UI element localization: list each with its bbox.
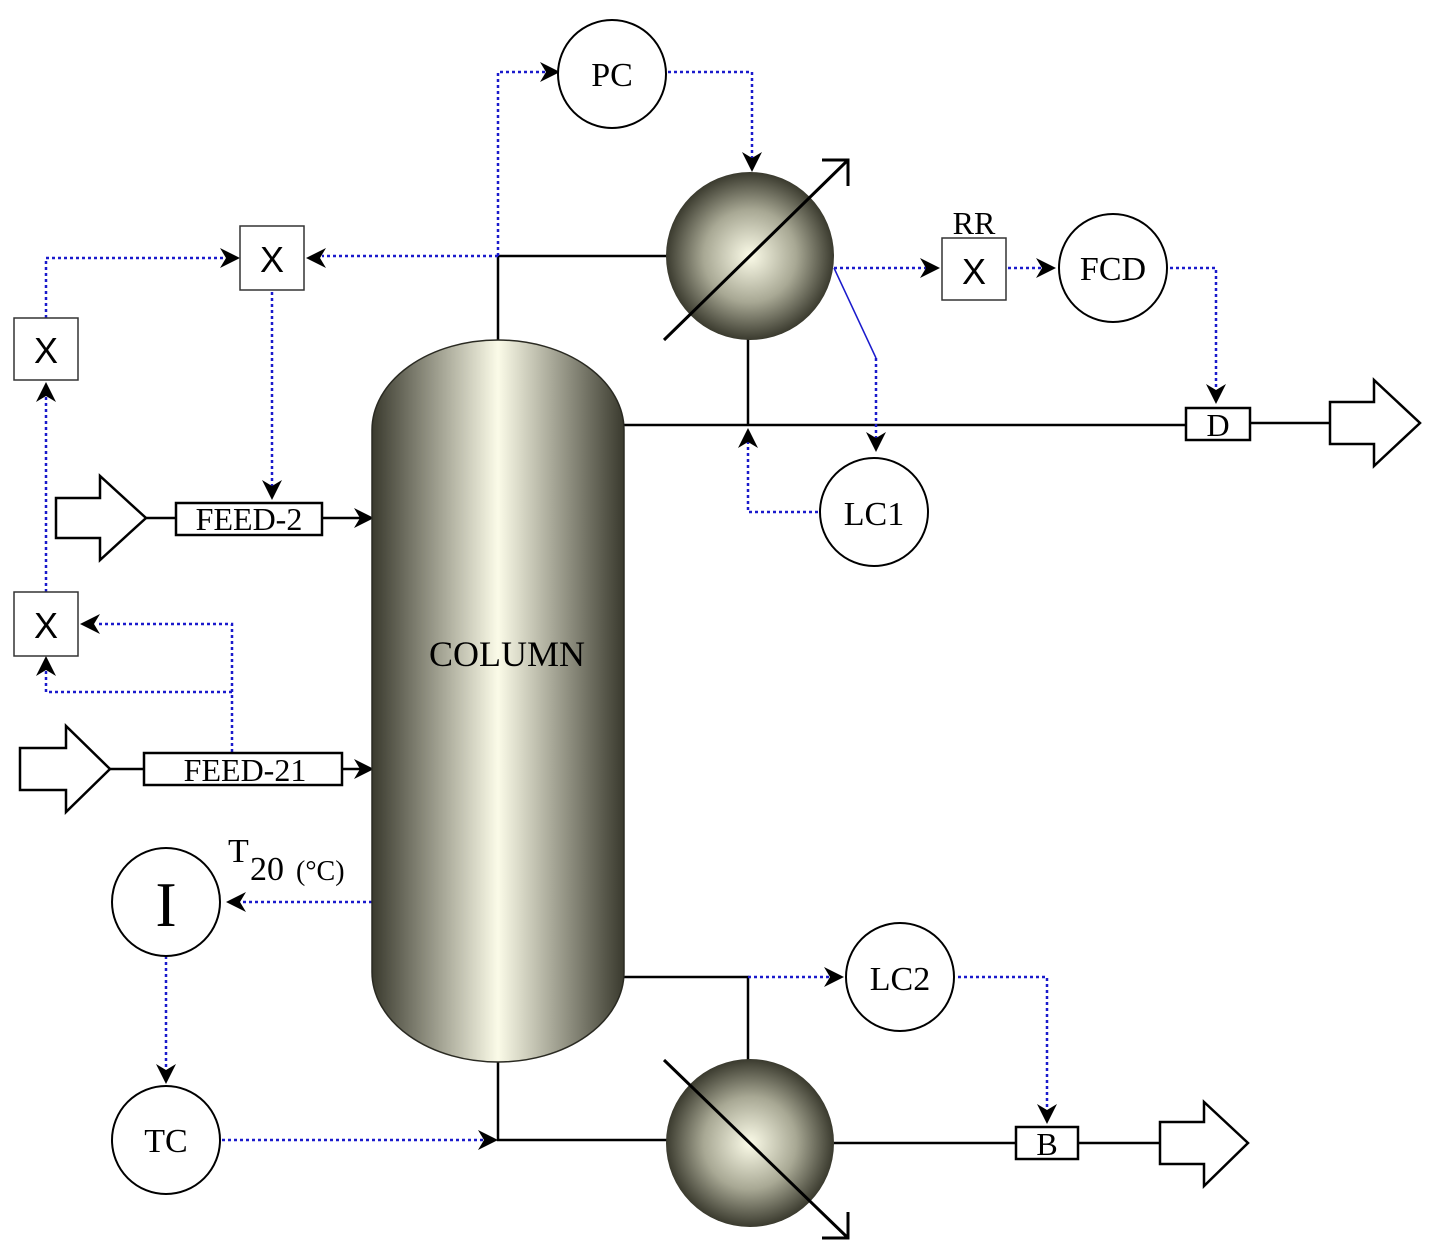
signal-lines: [44, 70, 1218, 1142]
multiplier-left-lower-box: [13, 591, 79, 657]
multiplier-top[interactable]: X: [239, 225, 305, 291]
signal-feed21-to-x-lower-b: [44, 668, 232, 694]
arrow-to-reflux: [738, 428, 758, 448]
signal-fcd-to-d: [1170, 266, 1218, 392]
signal-lc2-to-b: [958, 975, 1049, 1112]
multiplier-left-upper-box: [13, 317, 79, 381]
indicator-label: I: [155, 869, 176, 940]
feed2-tag-box: [174, 501, 324, 537]
reboiler-diagonal: [662, 1058, 850, 1240]
column-label: COLUMN: [429, 634, 585, 674]
arrow-to-x-top-left: [220, 248, 240, 268]
rr-caption: RR: [953, 205, 996, 241]
tc-controller[interactable]: TC: [111, 1085, 221, 1195]
fcd-label: FCD: [1080, 251, 1146, 288]
multiplier-rr[interactable]: X RR: [941, 205, 1007, 301]
fcd-controller[interactable]: FCD: [1058, 213, 1168, 323]
condenser-arrow-tip: [822, 158, 850, 186]
arrow-to-pc: [540, 62, 560, 82]
temperature-indicator[interactable]: I: [111, 847, 221, 957]
column-bottom-side-line: [624, 975, 750, 1062]
arrow-to-tc: [156, 1064, 176, 1084]
indicator-circle: [111, 847, 221, 957]
multiplier-top-label: X: [260, 239, 284, 280]
fcd-circle: [1058, 213, 1168, 323]
feed21-tag-label: FEED-21: [184, 752, 307, 788]
lc2-controller[interactable]: LC2: [845, 922, 955, 1032]
feed2-tag-label: FEED-2: [196, 501, 303, 537]
temperature-symbol: T: [228, 833, 249, 870]
arrow-to-rr: [920, 258, 940, 278]
arrow-to-x-left-lower-side: [80, 614, 100, 634]
reboiler-arrow-tip: [822, 1212, 850, 1240]
signal-feed21-to-x-lower: [96, 622, 234, 752]
bottoms-stream[interactable]: B: [1014, 1099, 1250, 1189]
bottoms-tag-label: B: [1036, 1126, 1057, 1162]
condenser-diagonal: [662, 158, 850, 342]
tc-circle: [111, 1085, 221, 1195]
arrow-to-reboiler-junction: [478, 1130, 498, 1150]
multiplier-left-upper[interactable]: X: [13, 317, 79, 381]
lc1-label: LC1: [844, 496, 904, 533]
column-vessel: [371, 339, 625, 1063]
lc1-controller[interactable]: LC1: [819, 457, 929, 567]
signal-x-left-to-x-top: [44, 256, 228, 318]
tc-label: TC: [144, 1123, 187, 1160]
distillate-product-arrow: [1328, 377, 1422, 469]
arrow-feed2-to-column: [354, 508, 374, 528]
arrow-feed21-to-column: [354, 759, 374, 779]
arrow-to-condenser: [742, 152, 762, 172]
arrow-to-d: [1206, 384, 1226, 404]
arrow-to-x-left-upper: [36, 382, 56, 402]
arrow-to-b: [1037, 1104, 1057, 1124]
pc-label: PC: [591, 57, 633, 94]
arrow-to-x-left-lower-bottom: [36, 656, 56, 676]
multiplier-top-box: [239, 225, 305, 291]
temperature-label: T 20 (°C): [228, 833, 345, 888]
process-lines: [110, 254, 1330, 1145]
arrowheads: [36, 62, 1226, 1150]
temperature-unit: (°C): [296, 856, 345, 887]
feed21-stream[interactable]: FEED-21: [18, 723, 344, 815]
lc1-circle: [819, 457, 929, 567]
condenser[interactable]: [662, 158, 850, 342]
multiplier-rr-label: X: [962, 251, 986, 292]
distillate-tag-label: D: [1206, 407, 1229, 443]
distillate-tag-box: [1184, 406, 1252, 442]
arrow-to-lc1: [866, 432, 886, 452]
feed2-arrow: [54, 473, 148, 563]
multiplier-rr-box: [941, 237, 1007, 301]
arrow-to-lc2: [824, 967, 844, 987]
multiplier-left-upper-label: X: [34, 330, 58, 371]
pc-circle: [557, 19, 667, 129]
multiplier-left-lower-label: X: [34, 605, 58, 646]
pc-controller[interactable]: PC: [557, 19, 667, 129]
distillation-column[interactable]: COLUMN: [371, 339, 625, 1063]
feed21-arrow: [18, 723, 112, 815]
bottoms-tag-box: [1014, 1125, 1080, 1161]
arrow-to-fcd: [1036, 258, 1056, 278]
feed2-stream[interactable]: FEED-2: [54, 473, 324, 563]
temperature-stage: 20: [250, 851, 284, 888]
column-bottom-line: [496, 1062, 668, 1142]
overhead-vapor-line: [496, 254, 668, 340]
reboiler[interactable]: [662, 1058, 850, 1240]
arrow-to-feed2-tag: [262, 480, 282, 500]
feed21-tag-box: [142, 751, 344, 787]
lc2-label: LC2: [870, 961, 930, 998]
bottoms-product-arrow: [1158, 1099, 1250, 1189]
signal-lc1-out: [746, 440, 818, 514]
signal-pc-out: [668, 70, 754, 160]
arrow-to-x-top-right: [306, 248, 326, 268]
arrow-to-indicator: [226, 892, 246, 912]
signal-condenser-level-line: [833, 267, 877, 359]
signal-pc-in: [496, 70, 548, 256]
distillate-stream[interactable]: D: [1184, 377, 1422, 469]
lc2-circle: [845, 922, 955, 1032]
multiplier-left-lower[interactable]: X: [13, 591, 79, 657]
